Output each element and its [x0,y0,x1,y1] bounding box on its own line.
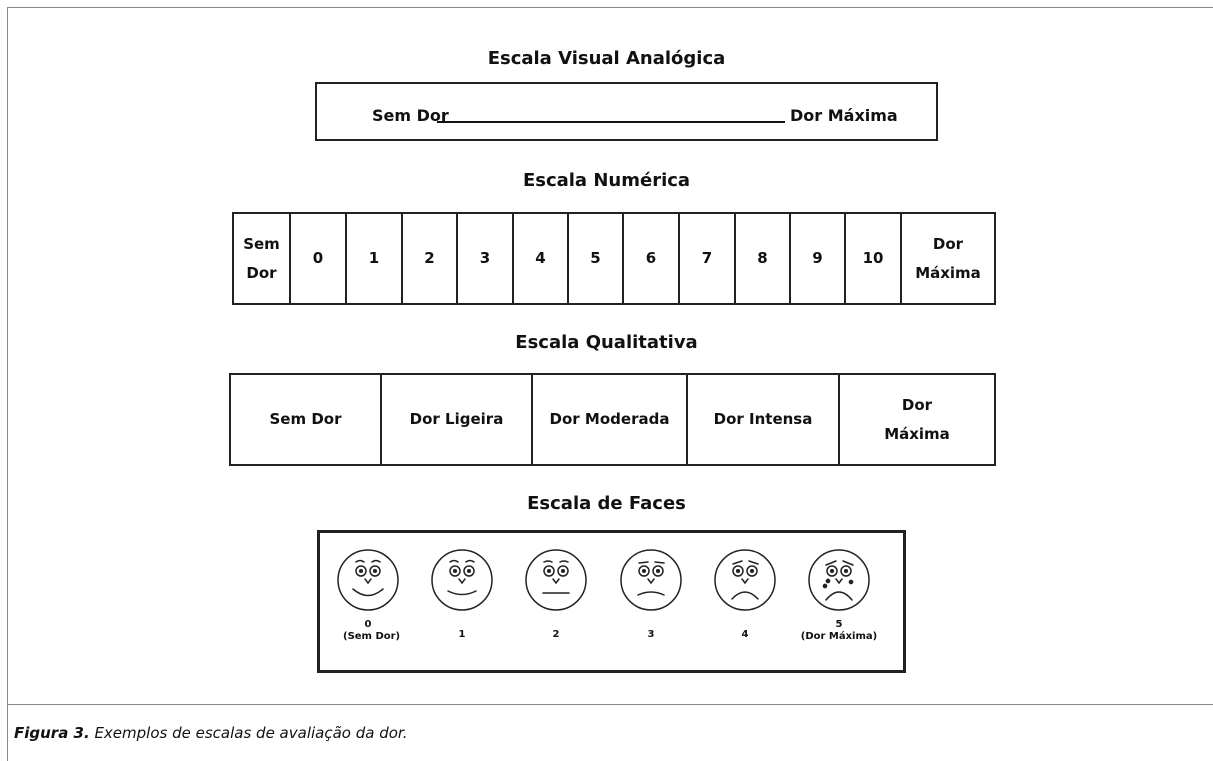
numeric-end-cell: Dor Máxima [900,212,996,305]
qualitative-last-line2: Máxima [884,424,950,443]
qualitative-cell-ligeira: Dor Ligeira [380,373,533,466]
qualitative-scale: Sem Dor Dor Ligeira Dor Moderada Dor Int… [229,373,996,466]
qualitative-cell-moderada: Dor Moderada [531,373,688,466]
faces-drawing [337,549,870,611]
caption-text: Exemplos de escalas de avaliação da dor. [89,724,408,742]
figure-frame [7,7,1213,761]
numeric-cell-0: 0 [289,212,347,305]
numeric-cell-5: 5 [567,212,624,305]
qualitative-title: Escala Qualitativa [515,332,698,353]
numeric-cell-2: 2 [401,212,458,305]
faces-box: 0 (Sem Dor) 1 2 3 4 5 (Dor Máxima) [317,530,906,673]
numeric-start-cell: Sem Dor [232,212,291,305]
face-3-number: 3 [647,629,655,640]
figure-caption: Figura 3. Exemplos de escalas de avaliaç… [14,724,407,742]
qualitative-last-line1: Dor [901,396,933,414]
caption-label: Figura 3. [14,724,90,742]
qualitative-cell-sem-dor: Sem Dor [229,373,382,466]
face-4-number: 4 [741,629,749,640]
numeric-start-line1: Sem [243,235,280,253]
numeric-title: Escala Numérica [522,170,691,191]
numeric-start-line2: Dor [246,263,277,282]
face-2-number: 2 [552,629,560,640]
vas-left-label: Sem Dor [372,106,449,125]
numeric-scale: Sem Dor 0 1 2 3 4 5 6 7 8 9 10 Dor Máxim… [232,212,996,305]
qualitative-cell-maxima: Dor Máxima [838,373,996,466]
numeric-end-line2: Máxima [915,263,981,282]
numeric-cell-7: 7 [678,212,736,305]
numeric-cell-6: 6 [622,212,680,305]
numeric-end-line1: Dor [932,235,964,253]
vas-box: Sem Dor Dor Máxima [315,82,938,141]
face-0-label: 0 (Sem Dor) [343,619,401,642]
vas-line [437,121,785,123]
face-5-icon [808,549,870,611]
face-5-number: 5 [835,619,843,630]
numeric-cell-1: 1 [345,212,403,305]
face-4-label: 4 [720,629,770,641]
numeric-cell-3: 3 [456,212,514,305]
face-3-icon [620,549,682,611]
face-1-number: 1 [458,629,466,640]
face-0-number: 0 [364,619,372,630]
face-5-label: 5 (Dor Máxima) [799,619,879,642]
face-0-icon [337,549,399,611]
face-5-sublabel: (Dor Máxima) [800,630,878,642]
face-2-icon [525,549,587,611]
face-3-label: 3 [626,629,676,641]
faces-title: Escala de Faces [527,493,686,514]
numeric-cell-4: 4 [512,212,569,305]
numeric-cell-10: 10 [844,212,902,305]
numeric-cell-9: 9 [789,212,846,305]
face-2-label: 2 [531,629,581,641]
face-0-sublabel: (Sem Dor) [343,630,401,642]
face-1-icon [431,549,493,611]
face-1-label: 1 [437,629,487,641]
vas-right-label: Dor Máxima [790,106,898,125]
numeric-cell-8: 8 [734,212,791,305]
face-4-icon [714,549,776,611]
caption-divider [7,704,1213,705]
vas-title: Escala Visual Analógica [487,48,726,69]
qualitative-cell-intensa: Dor Intensa [686,373,840,466]
